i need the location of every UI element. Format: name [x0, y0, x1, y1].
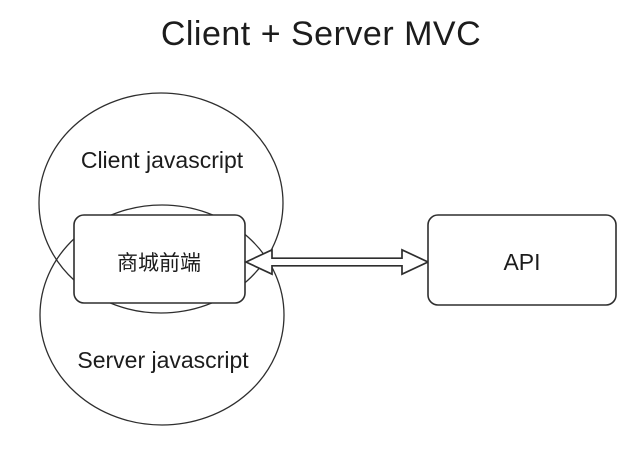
api-box-label: API — [503, 249, 540, 275]
client-javascript-circle — [38, 92, 284, 314]
frontend-box — [73, 214, 246, 304]
client-circle-label: Client javascript — [81, 147, 244, 173]
api-box — [427, 214, 617, 306]
server-javascript-circle — [39, 204, 285, 426]
diagram-title: Client + Server MVC — [161, 15, 481, 53]
server-circle-label: Server javascript — [77, 347, 249, 373]
frontend-box-label: 商城前端 — [117, 252, 201, 275]
